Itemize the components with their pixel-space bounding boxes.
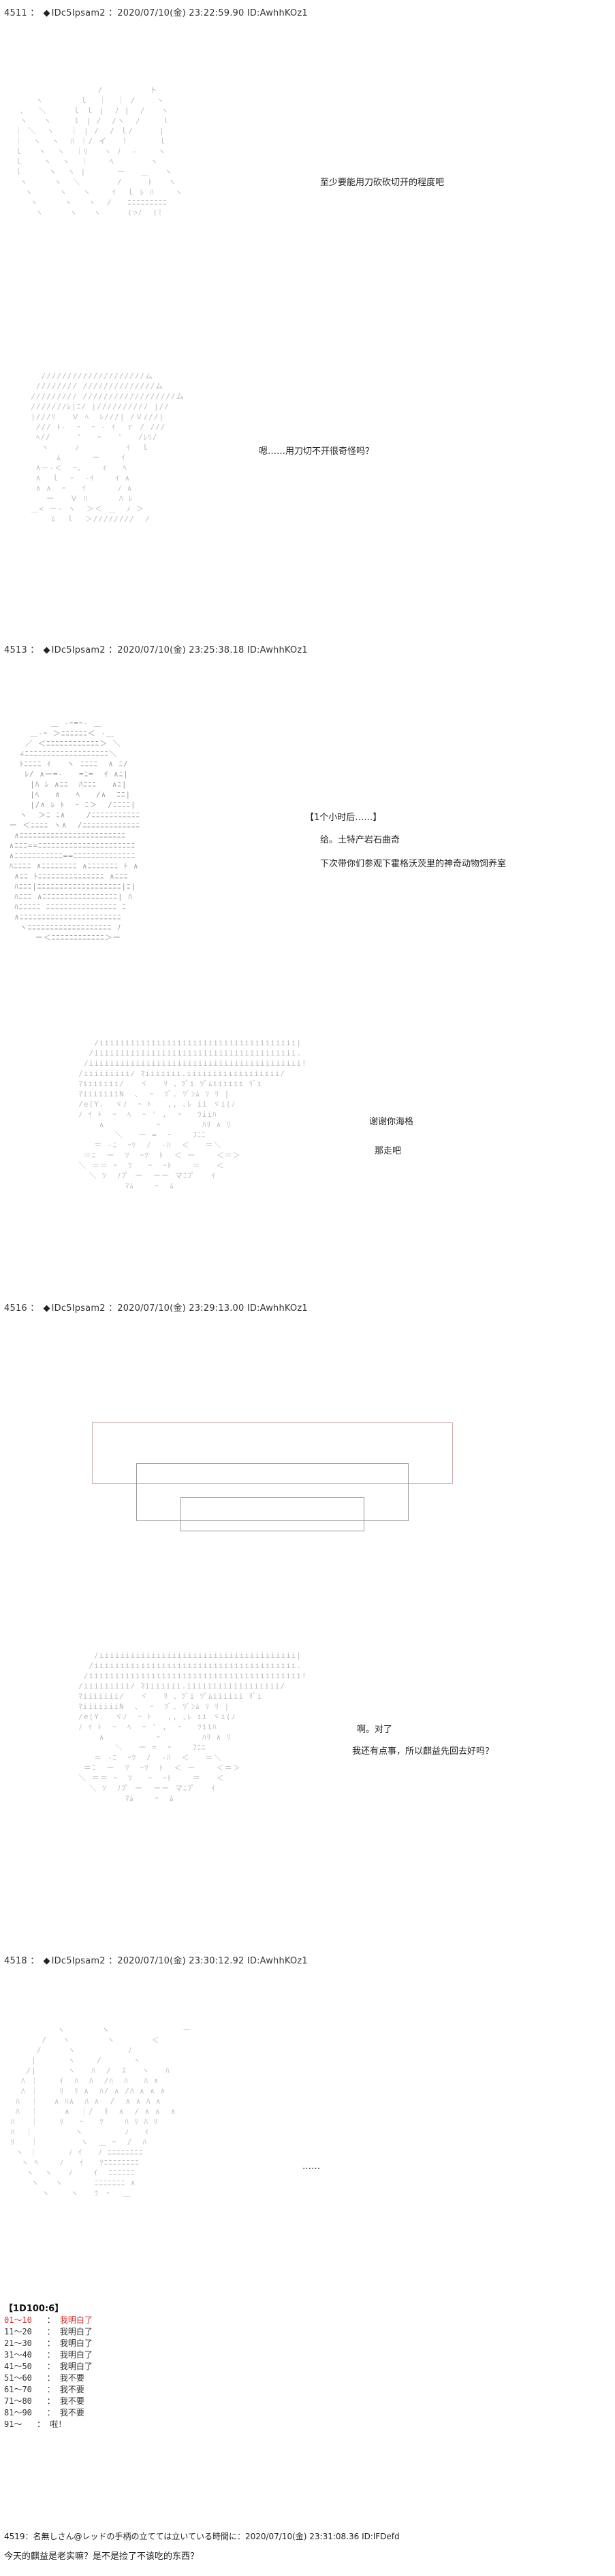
- post-header: 4516 ：◆IDc5Ipsam2 ：2020/07/10(金) 23:29:1…: [4, 1303, 308, 1314]
- dice-result-row: 81～90 ： 我不要: [4, 2408, 84, 2417]
- post-number: 4511: [4, 8, 27, 18]
- trip-code: IDc5Ipsam2: [51, 8, 106, 18]
- dice-result-row: 01～10 ： 我明白了: [4, 2315, 93, 2325]
- trip-diamond-icon: ◆: [43, 645, 50, 655]
- post-header: 4513 ：◆IDc5Ipsam2 ：2020/07/10(金) 23:25:3…: [4, 645, 308, 655]
- window-frame-outer: [92, 1422, 453, 1484]
- trip-code: IDc5Ipsam2: [51, 1956, 106, 1966]
- trip-code: IDc5Ipsam2: [51, 645, 106, 655]
- dialogue-line: 下次带你们参观下霍格沃茨里的神奇动物饲养室: [320, 859, 507, 869]
- dialogue-line: 我还有点事，所以麒益先回去好吗？: [352, 1746, 494, 1757]
- dice-result-row: 11～20 ： 我明白了: [4, 2327, 93, 2336]
- dice-result-row: 51～60 ： 我不要: [4, 2373, 84, 2383]
- post-number: 4516: [4, 1303, 27, 1314]
- ascii-art-character: ////////////////////ム //////// /////////…: [31, 372, 185, 523]
- post-datetime: 2020/07/10(金) 23:25:38.18 ID:AwhhKOz1: [117, 645, 308, 655]
- dice-result-row: 31～40 ： 我明白了: [4, 2350, 93, 2360]
- ascii-art-character: / ト ヽ ｌ ｜ ｜ / ヽ 、 ＼ ｌ ｌ | ﾉ | / ヽ ヽ ヽ ｌ …: [14, 86, 183, 217]
- dialogue-line: 啊。对了: [357, 1725, 393, 1735]
- dialogue-line: 至少要能用刀砍砍切开的程度吧: [320, 178, 445, 188]
- window-frame-inner: [180, 1497, 364, 1531]
- dice-result-row: 21～30 ： 我明白了: [4, 2338, 93, 2348]
- dialogue-line: 那走吧: [375, 1146, 402, 1156]
- trip-code: IDc5Ipsam2: [51, 1303, 106, 1314]
- post-number: 4518: [4, 1956, 27, 1966]
- post-header: 4518 ：◆IDc5Ipsam2 ：2020/07/10(金) 23:30:1…: [4, 1956, 308, 1966]
- post-body: 今天的麒益是老实嘛？是不是捡了不该吃的东西？: [4, 2551, 200, 2562]
- trip-diamond-icon: ◆: [43, 1956, 50, 1966]
- dice-result-row: 91～ ： 啦！: [4, 2419, 67, 2429]
- dice-result-row: 71～80 ： 我不要: [4, 2396, 84, 2406]
- trip-diamond-icon: ◆: [43, 8, 50, 18]
- window-frame-middle: [136, 1463, 409, 1521]
- ascii-art-character: /iiiiiiiiiiiiiiiiiiiiiiiiiiiiiiiiiiiiii|…: [78, 1039, 307, 1190]
- post-header: 4519：名無しさん@レッドの手柄の立てては立いている時間に：2020/07/1…: [4, 2532, 400, 2541]
- post-header: 4511 ：◆IDc5Ipsam2 ：2020/07/10(金) 23:22:5…: [4, 8, 308, 18]
- post-number: 4513: [4, 645, 27, 655]
- dialogue-line: 给。土特产岩石曲奇: [320, 835, 400, 845]
- ascii-art-character: ヽ ヽ ー / ヽ ヽ ＜ / ヽ ﾉ | ヽ / ヽ /| ヽ ﾊ / ｽ ヽ…: [10, 2025, 191, 2198]
- post-datetime: 2020/07/10(金) 23:30:12.92 ID:AwhhKOz1: [117, 1956, 308, 1966]
- dialogue-line: ……: [302, 2162, 320, 2172]
- trip-diamond-icon: ◆: [43, 1303, 50, 1314]
- dialogue-line: 【1个小时后……】: [305, 813, 382, 823]
- post-datetime: 2020/07/10(金) 23:22:59.90 ID:AwhhKOz1: [117, 8, 308, 18]
- ascii-art-character: ＿ -ｰ=ｰ- ＿ ＿-ｰ ＞ﾆﾆﾆﾆﾆﾆ＜ -＿ ／ ＜ﾆﾆﾆﾆﾆﾆﾆﾆﾆﾆﾆ…: [9, 719, 140, 942]
- post-datetime: 2020/07/10(金) 23:29:13.00 ID:AwhhKOz1: [117, 1303, 308, 1314]
- dice-result-table: 【1D100:6】 01～10 ： 我明白了 11～20 ： 我明白了 21～3…: [4, 2303, 93, 2430]
- dialogue-line: 嗯……用刀切不开很奇怪吗？: [259, 446, 375, 457]
- dice-result-title: 【1D100:6】: [4, 2304, 64, 2314]
- ascii-art-character: /iiiiiiiiiiiiiiiiiiiiiiiiiiiiiiiiiiiiii|…: [78, 1651, 307, 1803]
- dice-result-row: 41～50 ： 我明白了: [4, 2362, 93, 2371]
- dialogue-line: 谢谢你海格: [369, 1117, 414, 1127]
- dice-result-row: 61～70 ： 我不要: [4, 2385, 84, 2394]
